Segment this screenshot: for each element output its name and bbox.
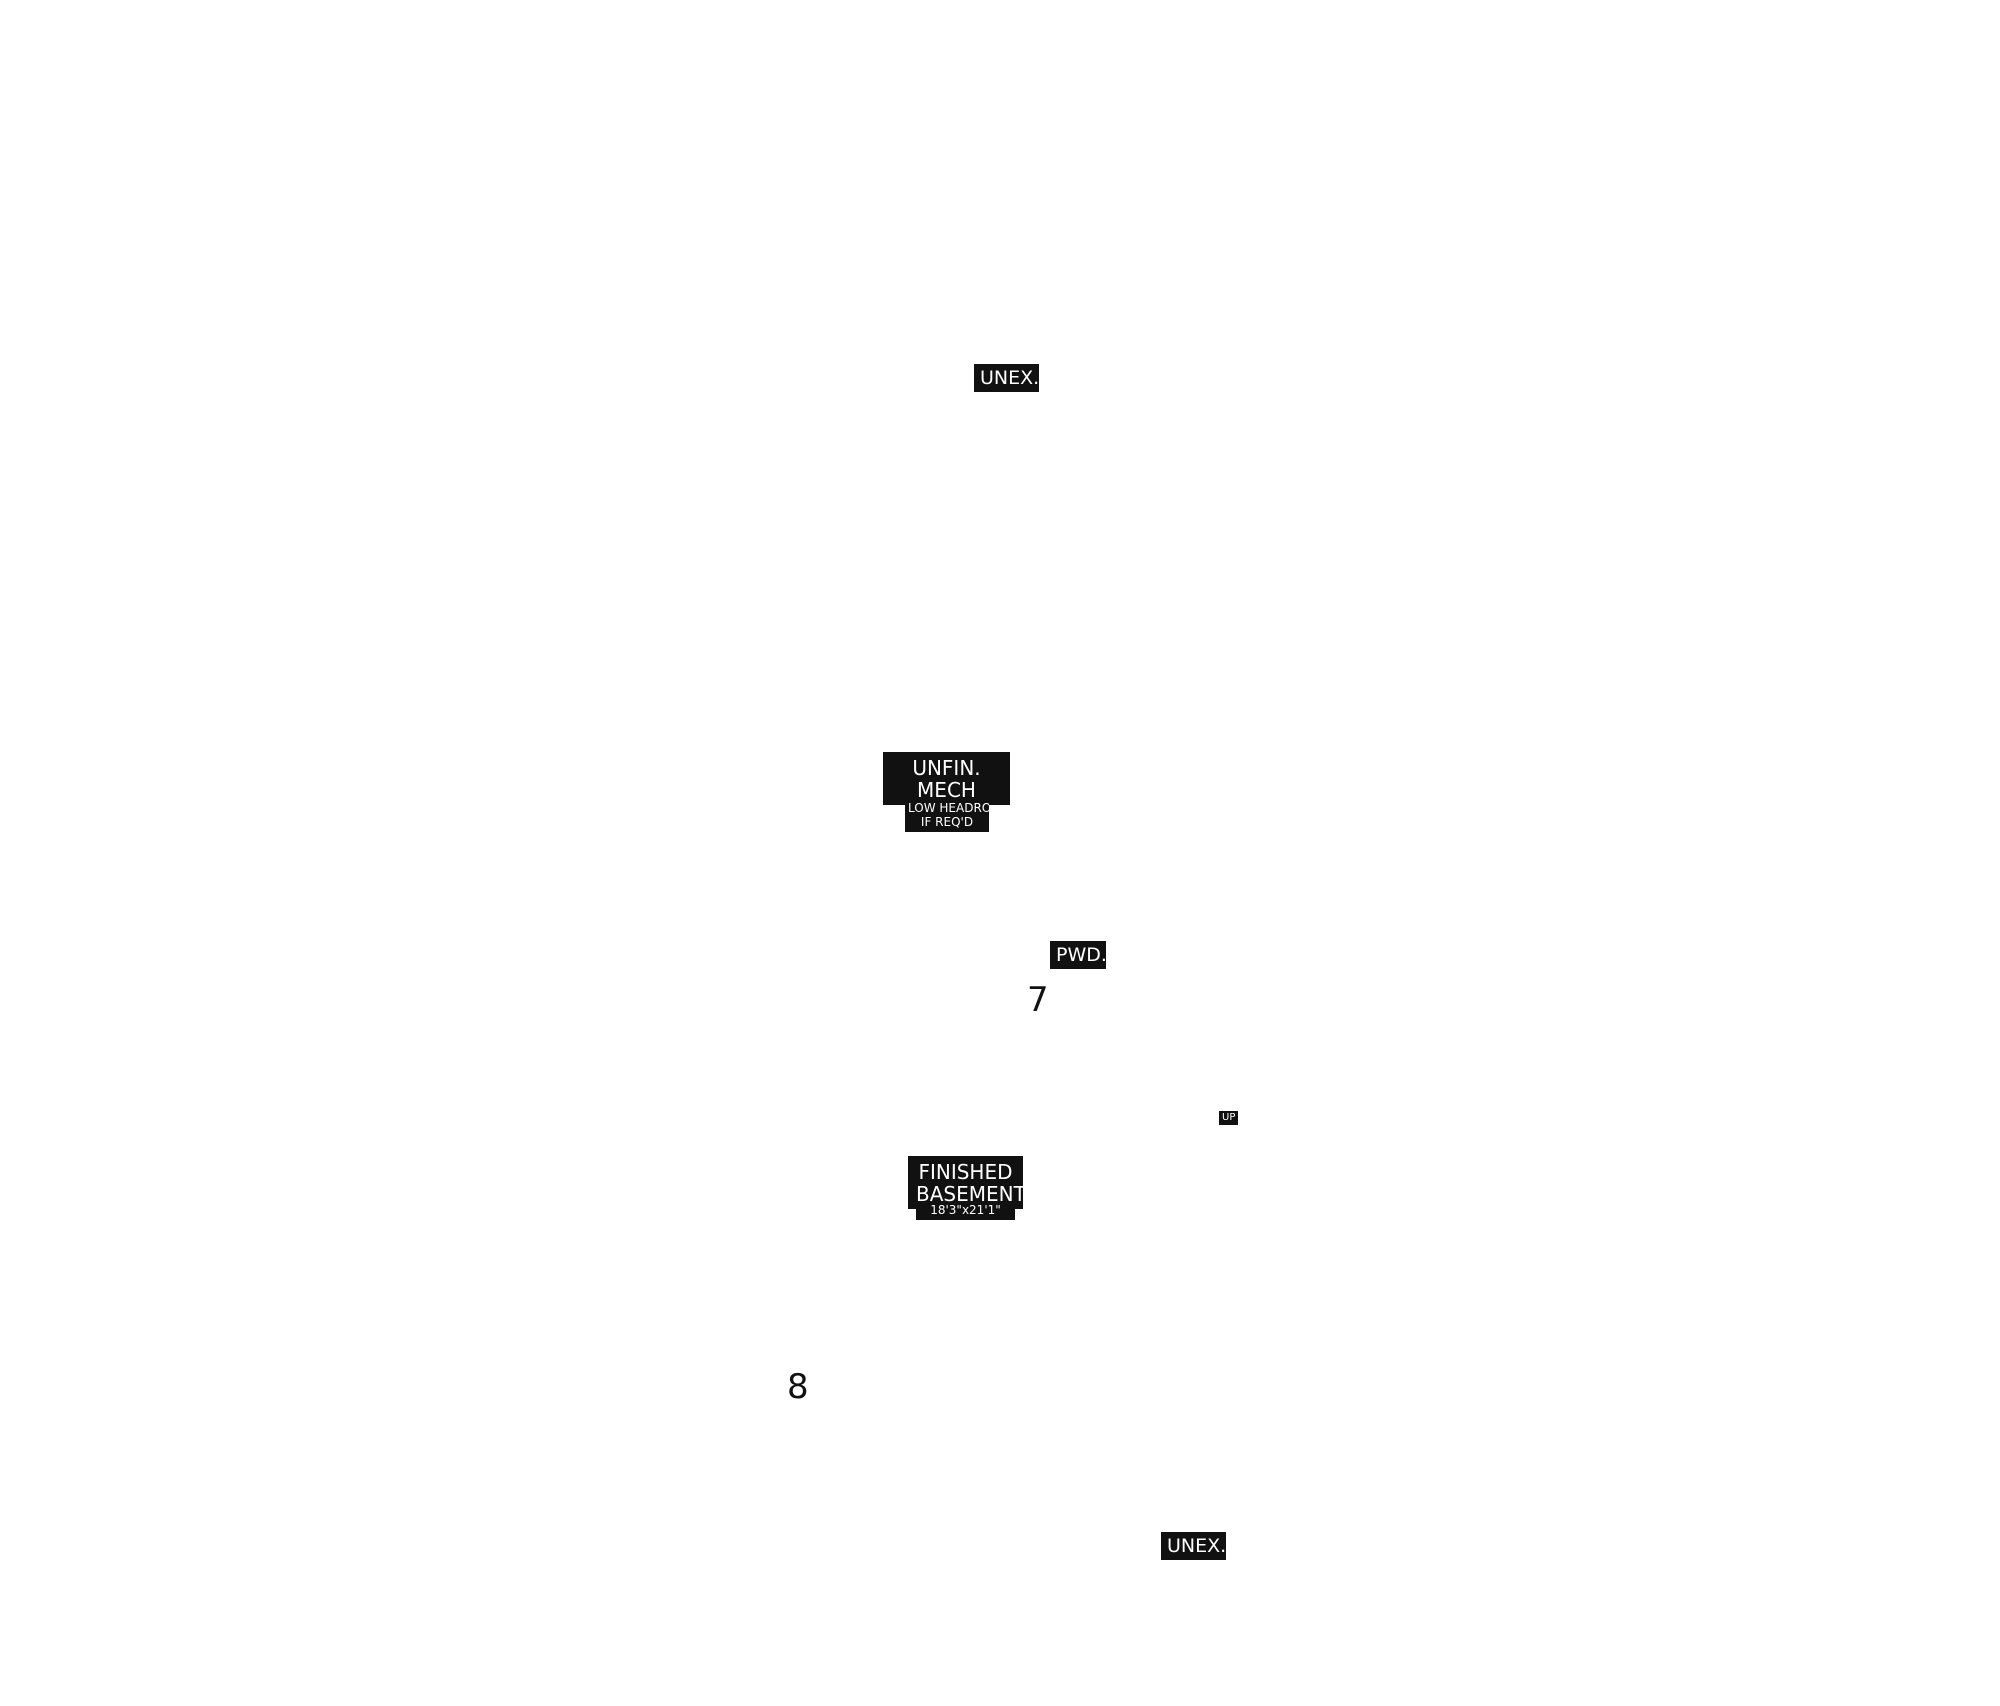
room-label-unfinished-mechanical: UNFIN. MECH [883, 752, 1010, 805]
stair-up-label: UP [1219, 1111, 1239, 1125]
room-label-line: FINISHED [918, 1160, 1013, 1184]
stair-up-text: UP [1222, 1112, 1236, 1123]
room-label-line: BASEMENT [916, 1182, 1026, 1206]
room-label-text: UNEX. [1167, 1535, 1227, 1557]
room-label-unexcavated-bottom: UNEX. [1161, 1532, 1226, 1560]
room-label-line: MECH [917, 778, 976, 802]
room-label-text: PWD. [1056, 944, 1107, 966]
room-label-line: UNFIN. [912, 756, 981, 780]
room-label-unexcavated-top: UNEX. [974, 364, 1039, 392]
room-dimensions-text: 18'3"x21'1" [930, 1203, 1001, 1217]
plan-marker-7: 7 [1027, 980, 1049, 1020]
room-label-powder-room: PWD. [1050, 941, 1107, 969]
room-label-finished-basement: FINISHED BASEMENT [908, 1156, 1026, 1209]
room-dimensions-finished-basement: 18'3"x21'1" [916, 1202, 1015, 1220]
room-note-low-headroom: LOW HEADROOM IF REQ'D [905, 800, 989, 832]
room-label-text: UNEX. [980, 367, 1040, 389]
room-note-line: LOW HEADROOM [908, 801, 989, 815]
room-note-line: IF REQ'D [920, 814, 974, 829]
plan-marker-8: 8 [787, 1367, 809, 1407]
